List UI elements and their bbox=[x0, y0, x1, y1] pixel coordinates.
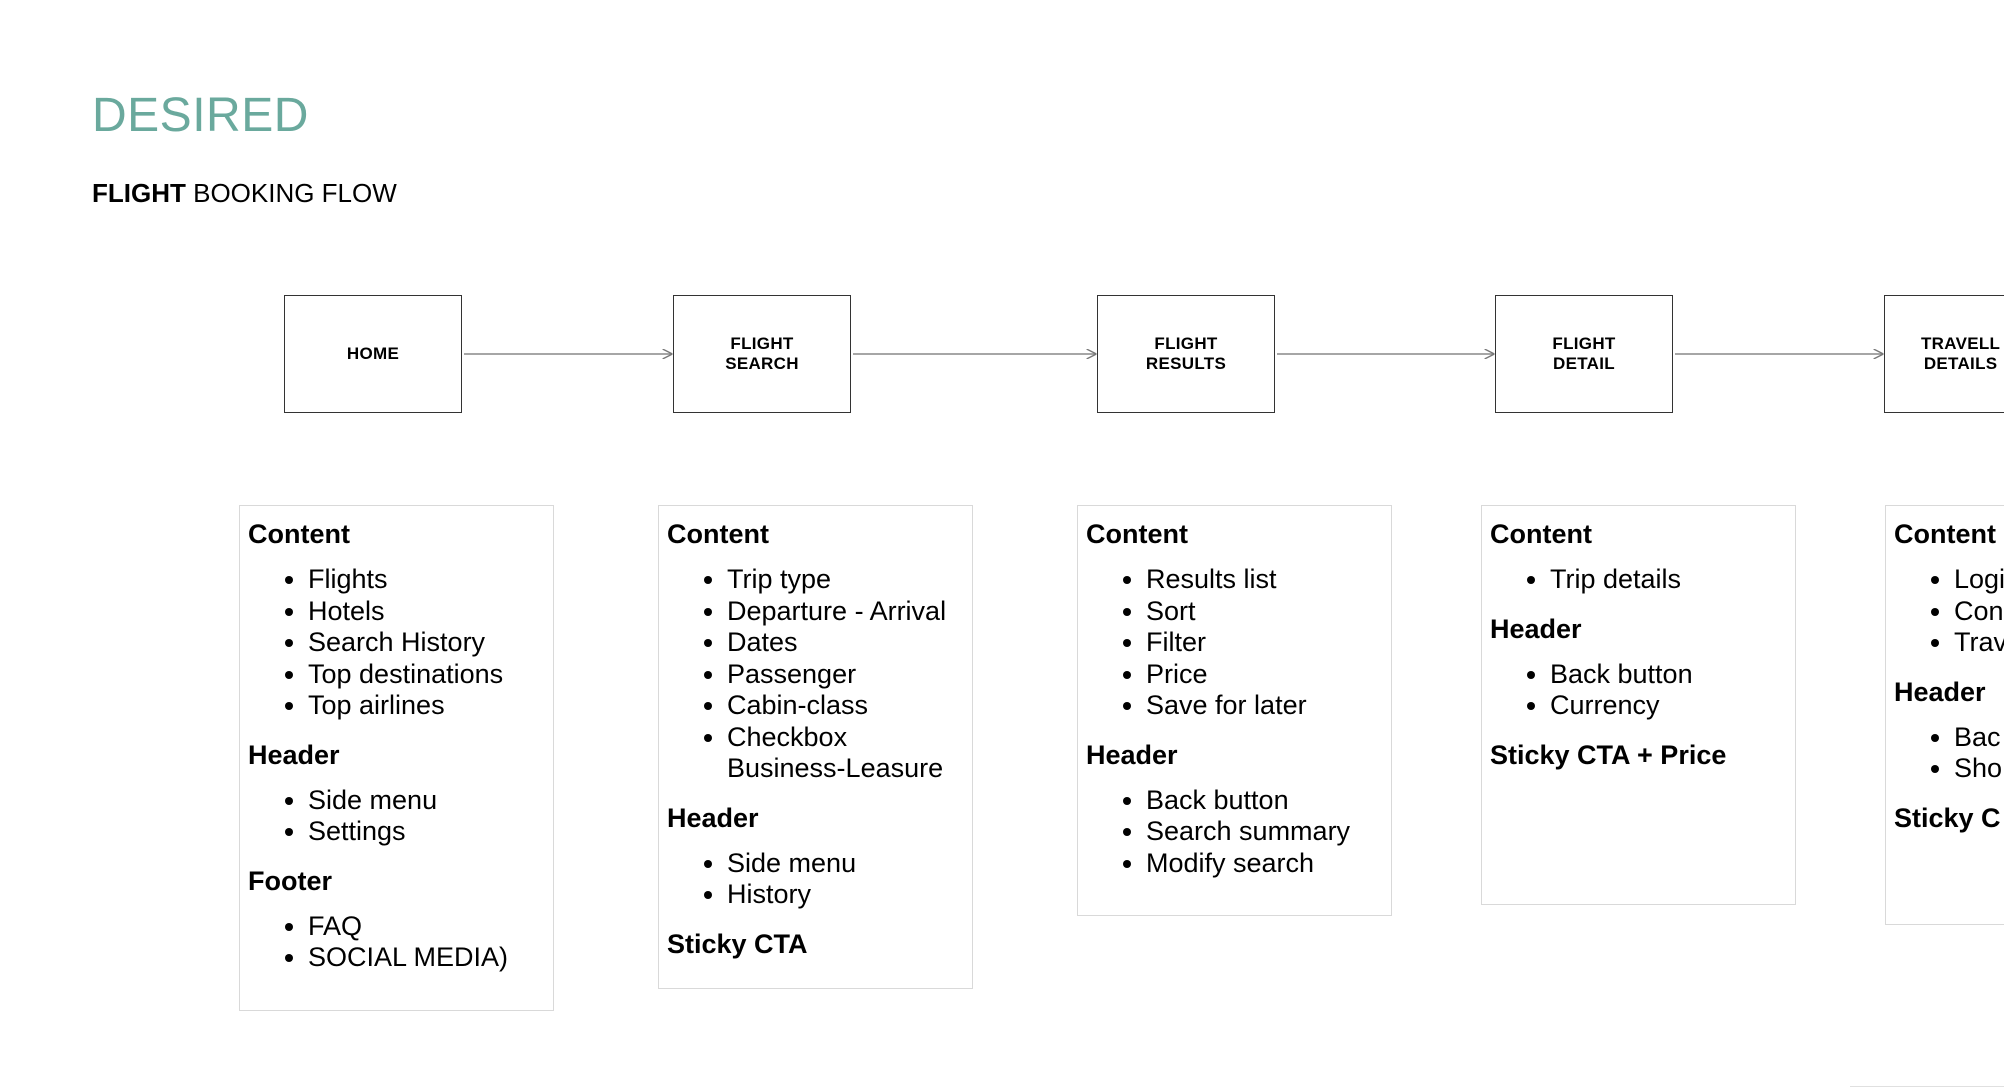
list-item: Back button bbox=[1146, 785, 1383, 817]
section-title: Sticky C bbox=[1894, 802, 2001, 833]
flow-node-label: FLIGHT DETAIL bbox=[1552, 333, 1616, 373]
list-item: Save for later bbox=[1146, 690, 1383, 722]
list-item: Back button bbox=[1550, 659, 1787, 691]
list-item: Side menu bbox=[308, 785, 545, 817]
flow-node-label: FLIGHT SEARCH bbox=[725, 333, 799, 373]
list-item: Trav bbox=[1954, 627, 2004, 659]
subtitle-rest: BOOKING FLOW bbox=[185, 178, 397, 208]
section-list: Flights Hotels Search History Top destin… bbox=[248, 564, 545, 722]
flow-node-flight-search: FLIGHT SEARCH bbox=[673, 295, 851, 413]
list-item: Settings bbox=[308, 816, 545, 848]
section-title: Sticky CTA + Price bbox=[1490, 739, 1727, 770]
list-item: Side menu bbox=[727, 848, 964, 880]
page-title: DESIRED bbox=[92, 89, 309, 142]
section-list: Back button Currency bbox=[1490, 659, 1787, 722]
section-list: Trip type Departure - Arrival Dates Pass… bbox=[667, 564, 964, 785]
section-list: Logi Con Trav bbox=[1894, 564, 2004, 659]
section-title: Content bbox=[1490, 519, 1592, 549]
section-title: Header bbox=[248, 739, 340, 770]
flow-node-flight-results: FLIGHT RESULTS bbox=[1097, 295, 1275, 413]
list-item: Hotels bbox=[308, 596, 545, 628]
card-traveller-details: Content Logi Con Trav Header Bac Sho Sti… bbox=[1885, 505, 2004, 925]
flow-node-traveller-details: TRAVELL DETAILS bbox=[1884, 295, 2004, 413]
list-item: Price bbox=[1146, 659, 1383, 691]
section-list: FAQ SOCIAL MEDIA) bbox=[248, 911, 545, 974]
list-item: Departure - Arrival bbox=[727, 596, 964, 628]
list-item: Filter bbox=[1146, 627, 1383, 659]
subtitle-bold: FLIGHT bbox=[92, 178, 186, 208]
flow-node-label: TRAVELL DETAILS bbox=[1921, 333, 2001, 373]
list-item: Top destinations bbox=[308, 659, 545, 691]
section-list: Bac Sho bbox=[1894, 722, 2002, 785]
list-item: SOCIAL MEDIA) bbox=[308, 942, 545, 974]
list-item: Cabin-class bbox=[727, 690, 964, 722]
section-title: Header bbox=[1086, 739, 1178, 770]
flow-node-home: HOME bbox=[284, 295, 462, 413]
card-flight-results: Content Results list Sort Filter Price S… bbox=[1077, 505, 1392, 917]
section-list: Side menu History bbox=[667, 848, 964, 911]
section-title: Header bbox=[1490, 613, 1582, 644]
section-title: Content bbox=[1086, 519, 1188, 549]
section-title: Content bbox=[248, 519, 350, 549]
list-item: Bac bbox=[1954, 722, 2001, 754]
section-list: Back button Search summary Modify search bbox=[1086, 785, 1383, 880]
list-item: History bbox=[727, 879, 964, 911]
card-flight-search: Content Trip type Departure - Arrival Da… bbox=[658, 505, 973, 989]
list-item: Top airlines bbox=[308, 690, 545, 722]
card-home: Content Flights Hotels Search History To… bbox=[239, 505, 554, 1011]
list-item: Search History bbox=[308, 627, 545, 659]
list-item: Dates bbox=[727, 627, 964, 659]
list-item: Checkbox Business-Leasure bbox=[727, 722, 947, 785]
section-title: Header bbox=[667, 802, 759, 833]
section-list: Trip details bbox=[1490, 564, 1787, 596]
list-item: Con bbox=[1954, 596, 2004, 628]
list-item: Logi bbox=[1954, 564, 2004, 596]
card-flight-detail: Content Trip details Header Back button … bbox=[1481, 505, 1796, 905]
list-item: FAQ bbox=[308, 911, 545, 943]
list-item: Modify search bbox=[1146, 848, 1383, 880]
list-item: Search summary bbox=[1146, 816, 1383, 848]
section-list: Results list Sort Filter Price Save for … bbox=[1086, 564, 1383, 722]
flow-node-label: HOME bbox=[346, 343, 400, 363]
page-subtitle: FLIGHT BOOKING FLOW bbox=[92, 178, 397, 209]
section-title: Content bbox=[667, 519, 769, 549]
section-title: Content bbox=[1894, 519, 1996, 549]
list-item: Results list bbox=[1146, 564, 1383, 596]
section-title: Header bbox=[1894, 676, 1986, 707]
list-item: Currency bbox=[1550, 690, 1787, 722]
divider bbox=[1850, 1086, 2004, 1087]
list-item: Passenger bbox=[727, 659, 964, 691]
section-title: Footer bbox=[248, 865, 332, 896]
list-item: Sho bbox=[1954, 753, 2002, 785]
list-item: Trip details bbox=[1550, 564, 1787, 596]
section-title: Sticky CTA bbox=[667, 928, 808, 959]
flow-node-flight-detail: FLIGHT DETAIL bbox=[1495, 295, 1673, 413]
list-item: Flights bbox=[308, 564, 545, 596]
flow-node-label: FLIGHT RESULTS bbox=[1145, 333, 1227, 373]
list-item: Sort bbox=[1146, 596, 1383, 628]
list-item: Trip type bbox=[727, 564, 964, 596]
section-list: Side menu Settings bbox=[248, 785, 545, 848]
